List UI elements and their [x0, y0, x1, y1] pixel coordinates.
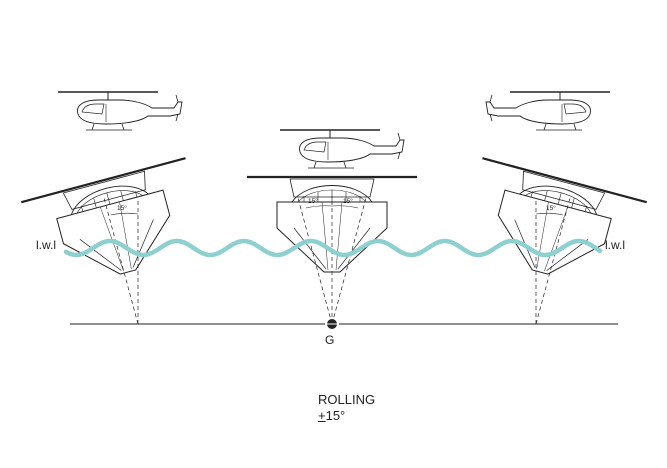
roll-angle-value: 15° — [325, 408, 346, 423]
waterline-label-right: l.w.l — [605, 238, 626, 252]
center-of-gravity-marker — [325, 319, 339, 329]
waterline-label-left: l.w.l — [36, 238, 57, 252]
ship-right — [456, 157, 648, 296]
water-wave — [63, 238, 603, 258]
angle-arcs — [110, 205, 564, 216]
angle-mark-center-right: 15° — [343, 197, 353, 205]
diagram-title: ROLLING — [318, 392, 376, 407]
reference-lines — [103, 196, 571, 325]
plus-minus-sign: + — [318, 408, 326, 423]
center-of-gravity-label: G — [325, 333, 335, 347]
angle-mark-left: 15° — [117, 204, 127, 212]
angle-mark-center-left: 15° — [308, 197, 318, 205]
ship-left — [20, 157, 212, 296]
helicopter-right — [485, 91, 611, 131]
helicopter-left — [57, 91, 183, 131]
angle-mark-right: 15° — [546, 204, 556, 212]
helicopter-center — [279, 129, 405, 169]
roll-angle-label: +15° — [318, 408, 345, 423]
